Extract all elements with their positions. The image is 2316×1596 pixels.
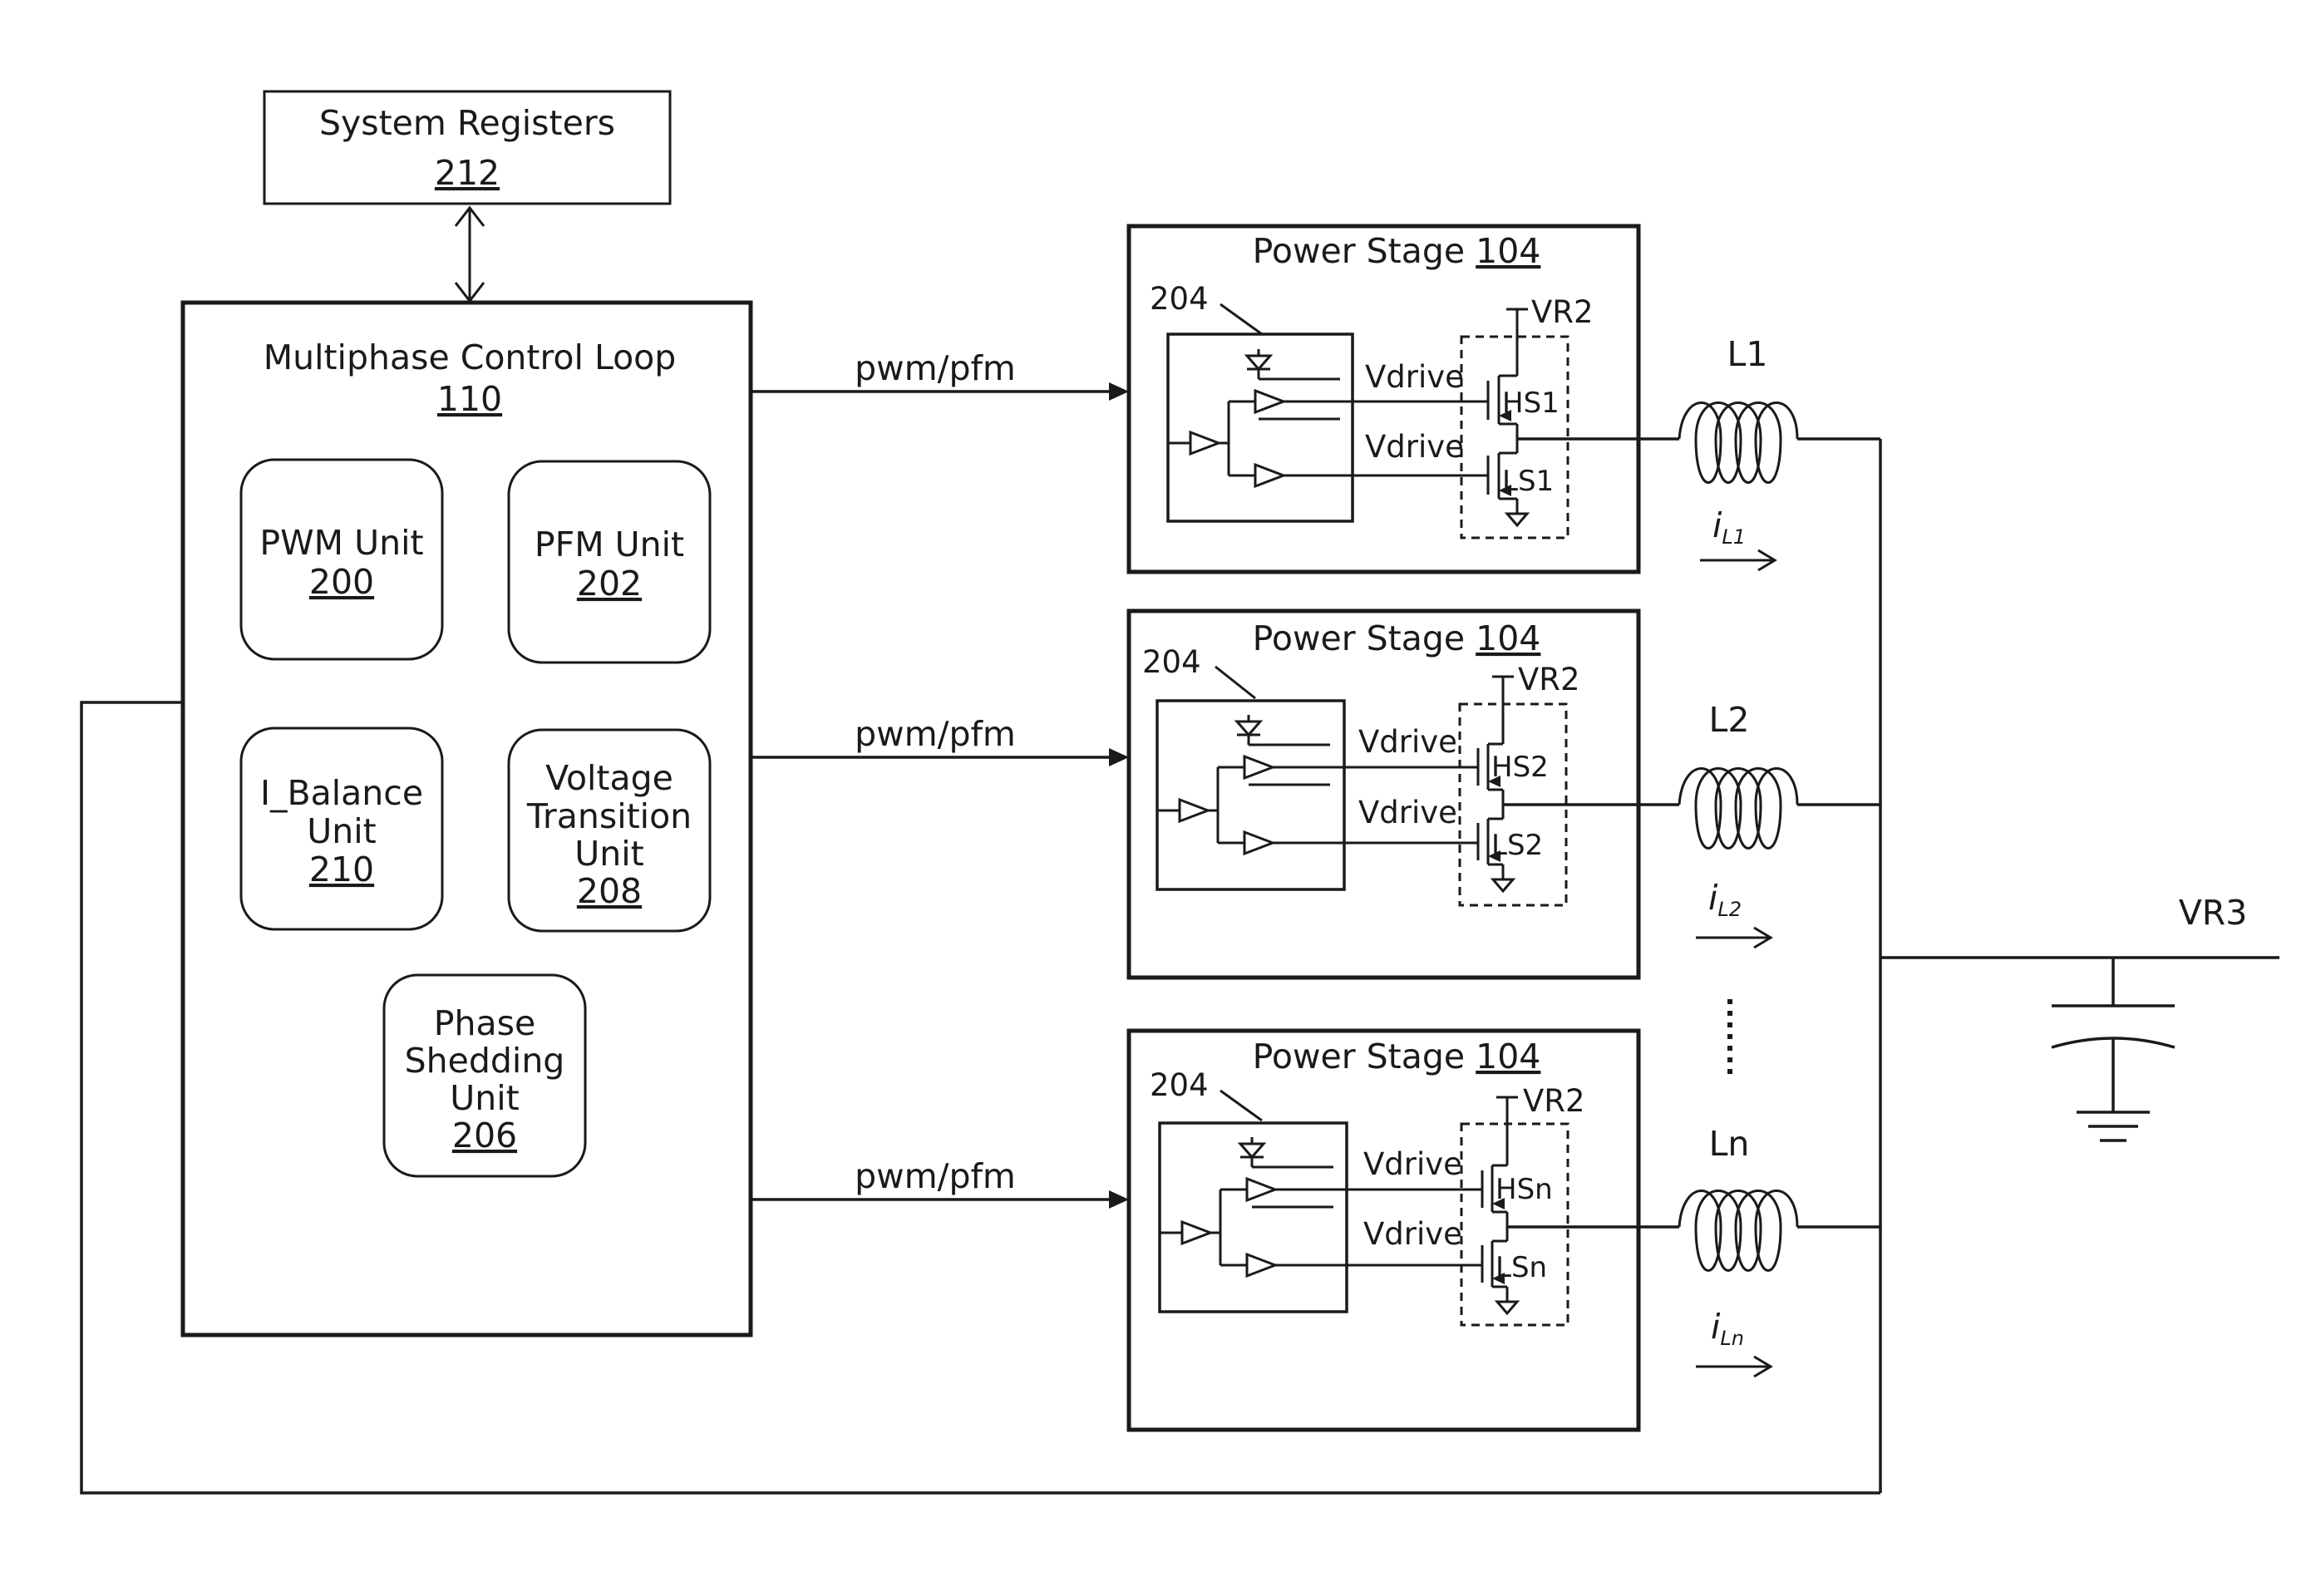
power-stage-3: Power Stage 104 204 Vdrive Vdrive VR2 — [1129, 1031, 1679, 1430]
pwm-pfm-label-1: pwm/pfm — [855, 348, 1016, 388]
vdrive-3-hs-label: Vdrive — [1363, 1146, 1462, 1182]
inductor-1: L1 iL1 — [1679, 334, 1880, 570]
hs-1-label: HS1 — [1502, 387, 1560, 420]
inductor-2: L2 iL2 — [1679, 700, 1880, 948]
power-stage-3-title: Power Stage — [1253, 1037, 1465, 1076]
inductor-3: Ln iLn — [1679, 1124, 1880, 1377]
power-stage-1-ref: 104 — [1476, 231, 1540, 271]
vdrive-1-ls-label: Vdrive — [1365, 429, 1464, 465]
pwm-pfm-label-2: pwm/pfm — [855, 714, 1016, 754]
svg-text:iL1: iL1 — [1712, 505, 1746, 549]
pwm-pfm-label-3: pwm/pfm — [855, 1156, 1016, 1196]
power-stage-2-title: Power Stage — [1253, 618, 1465, 658]
supply-3-label: VR2 — [1523, 1083, 1585, 1119]
unit-i-balance-line1: I_Balance — [260, 773, 423, 813]
unit-voltage-transition-line2: Transition — [526, 796, 692, 836]
inductor-3-label: Ln — [1709, 1124, 1750, 1164]
unit-pwm-ref: 200 — [309, 562, 374, 602]
register-bus-arrow — [456, 208, 484, 301]
system-registers-label: System Registers — [319, 103, 615, 143]
vdrive-3-ls-label: Vdrive — [1363, 1216, 1462, 1252]
svg-text:iLn: iLn — [1711, 1307, 1744, 1350]
unit-phase-shedding-line1: Phase — [434, 1003, 535, 1043]
switch-box-1 — [1461, 337, 1568, 538]
unit-phase-shedding-ref: 206 — [452, 1116, 517, 1155]
driver-2-ref: 204 — [1142, 644, 1201, 680]
svg-text:Power Stage 104: Power Stage 104 — [1253, 618, 1541, 658]
pwm-pfm-signal-3: pwm/pfm — [751, 1156, 1129, 1209]
unit-pfm-ref: 202 — [577, 564, 642, 603]
unit-phase-shedding-line3: Unit — [450, 1078, 519, 1118]
unit-i-balance-line2: Unit — [307, 811, 376, 851]
pwm-pfm-signal-1: pwm/pfm — [751, 348, 1129, 401]
power-stage-1-title: Power Stage — [1253, 231, 1465, 271]
unit-pwm: PWM Unit 200 — [241, 460, 442, 659]
driver-1-box — [1168, 334, 1353, 521]
output-capacitor — [2052, 958, 2175, 1112]
power-stage-2-ref: 104 — [1476, 618, 1540, 658]
svg-text:Power Stage 104: Power Stage 104 — [1253, 231, 1541, 271]
supply-1-label: VR2 — [1531, 294, 1594, 330]
driver-2-box — [1157, 701, 1344, 889]
driver-3-ref: 204 — [1150, 1067, 1209, 1103]
vdrive-1-hs-label: Vdrive — [1365, 359, 1464, 395]
current-1-subscript: L1 — [1722, 525, 1746, 549]
hs-3-label: HSn — [1496, 1173, 1553, 1206]
inductor-1-label: L1 — [1727, 334, 1768, 374]
vdrive-2-hs-label: Vdrive — [1358, 724, 1457, 760]
driver-3-box — [1160, 1123, 1347, 1312]
vdrive-2-ls-label: Vdrive — [1358, 795, 1457, 830]
svg-text:iL2: iL2 — [1708, 878, 1742, 921]
ls-3-label: LSn — [1496, 1251, 1547, 1284]
power-stage-2: Power Stage 104 204 Vdrive Vdrive VR2 — [1129, 611, 1679, 978]
supply-2-label: VR2 — [1518, 662, 1580, 697]
unit-voltage-transition: Voltage Transition Unit 208 — [509, 730, 710, 931]
current-1-symbol: i — [1712, 505, 1722, 545]
unit-pwm-label: PWM Unit — [259, 523, 423, 563]
current-3-symbol: i — [1711, 1307, 1721, 1347]
ls-1-label: LS1 — [1502, 465, 1554, 498]
unit-voltage-transition-line1: Voltage — [545, 758, 673, 798]
system-registers-ref: 212 — [435, 153, 500, 193]
current-2-symbol: i — [1708, 878, 1718, 918]
unit-pfm-label: PFM Unit — [535, 525, 684, 564]
output-bus: VR3 — [1880, 439, 2279, 1493]
unit-i-balance: I_Balance Unit 210 — [241, 728, 442, 929]
power-stage-3-ref: 104 — [1476, 1037, 1540, 1076]
switch-box-3 — [1461, 1124, 1568, 1325]
unit-pfm: PFM Unit 202 — [509, 461, 710, 663]
ls-2-label: LS2 — [1491, 829, 1543, 862]
system-registers-block: System Registers 212 — [264, 91, 670, 204]
inductor-2-label: L2 — [1709, 700, 1750, 740]
output-voltage-label: VR3 — [2179, 893, 2248, 933]
driver-1-ref: 204 — [1150, 281, 1209, 317]
control-loop-label: Multiphase Control Loop — [264, 337, 677, 377]
pwm-pfm-signal-2: pwm/pfm — [751, 714, 1129, 766]
unit-voltage-transition-line3: Unit — [574, 834, 643, 874]
unit-phase-shedding-line2: Shedding — [405, 1041, 565, 1081]
unit-phase-shedding: Phase Shedding Unit 206 — [384, 975, 585, 1176]
current-2-subscript: L2 — [1717, 898, 1742, 921]
unit-voltage-transition-ref: 208 — [577, 871, 642, 911]
unit-i-balance-ref: 210 — [309, 850, 374, 889]
ground-icon — [2077, 1112, 2150, 1140]
svg-text:Power Stage 104: Power Stage 104 — [1253, 1037, 1541, 1076]
control-loop-ref: 110 — [437, 379, 502, 419]
current-3-subscript: Ln — [1720, 1327, 1744, 1350]
hs-2-label: HS2 — [1491, 751, 1549, 784]
power-stage-1: Power Stage 104 204 Vdrive Vdrive VR2 — [1129, 226, 1679, 572]
